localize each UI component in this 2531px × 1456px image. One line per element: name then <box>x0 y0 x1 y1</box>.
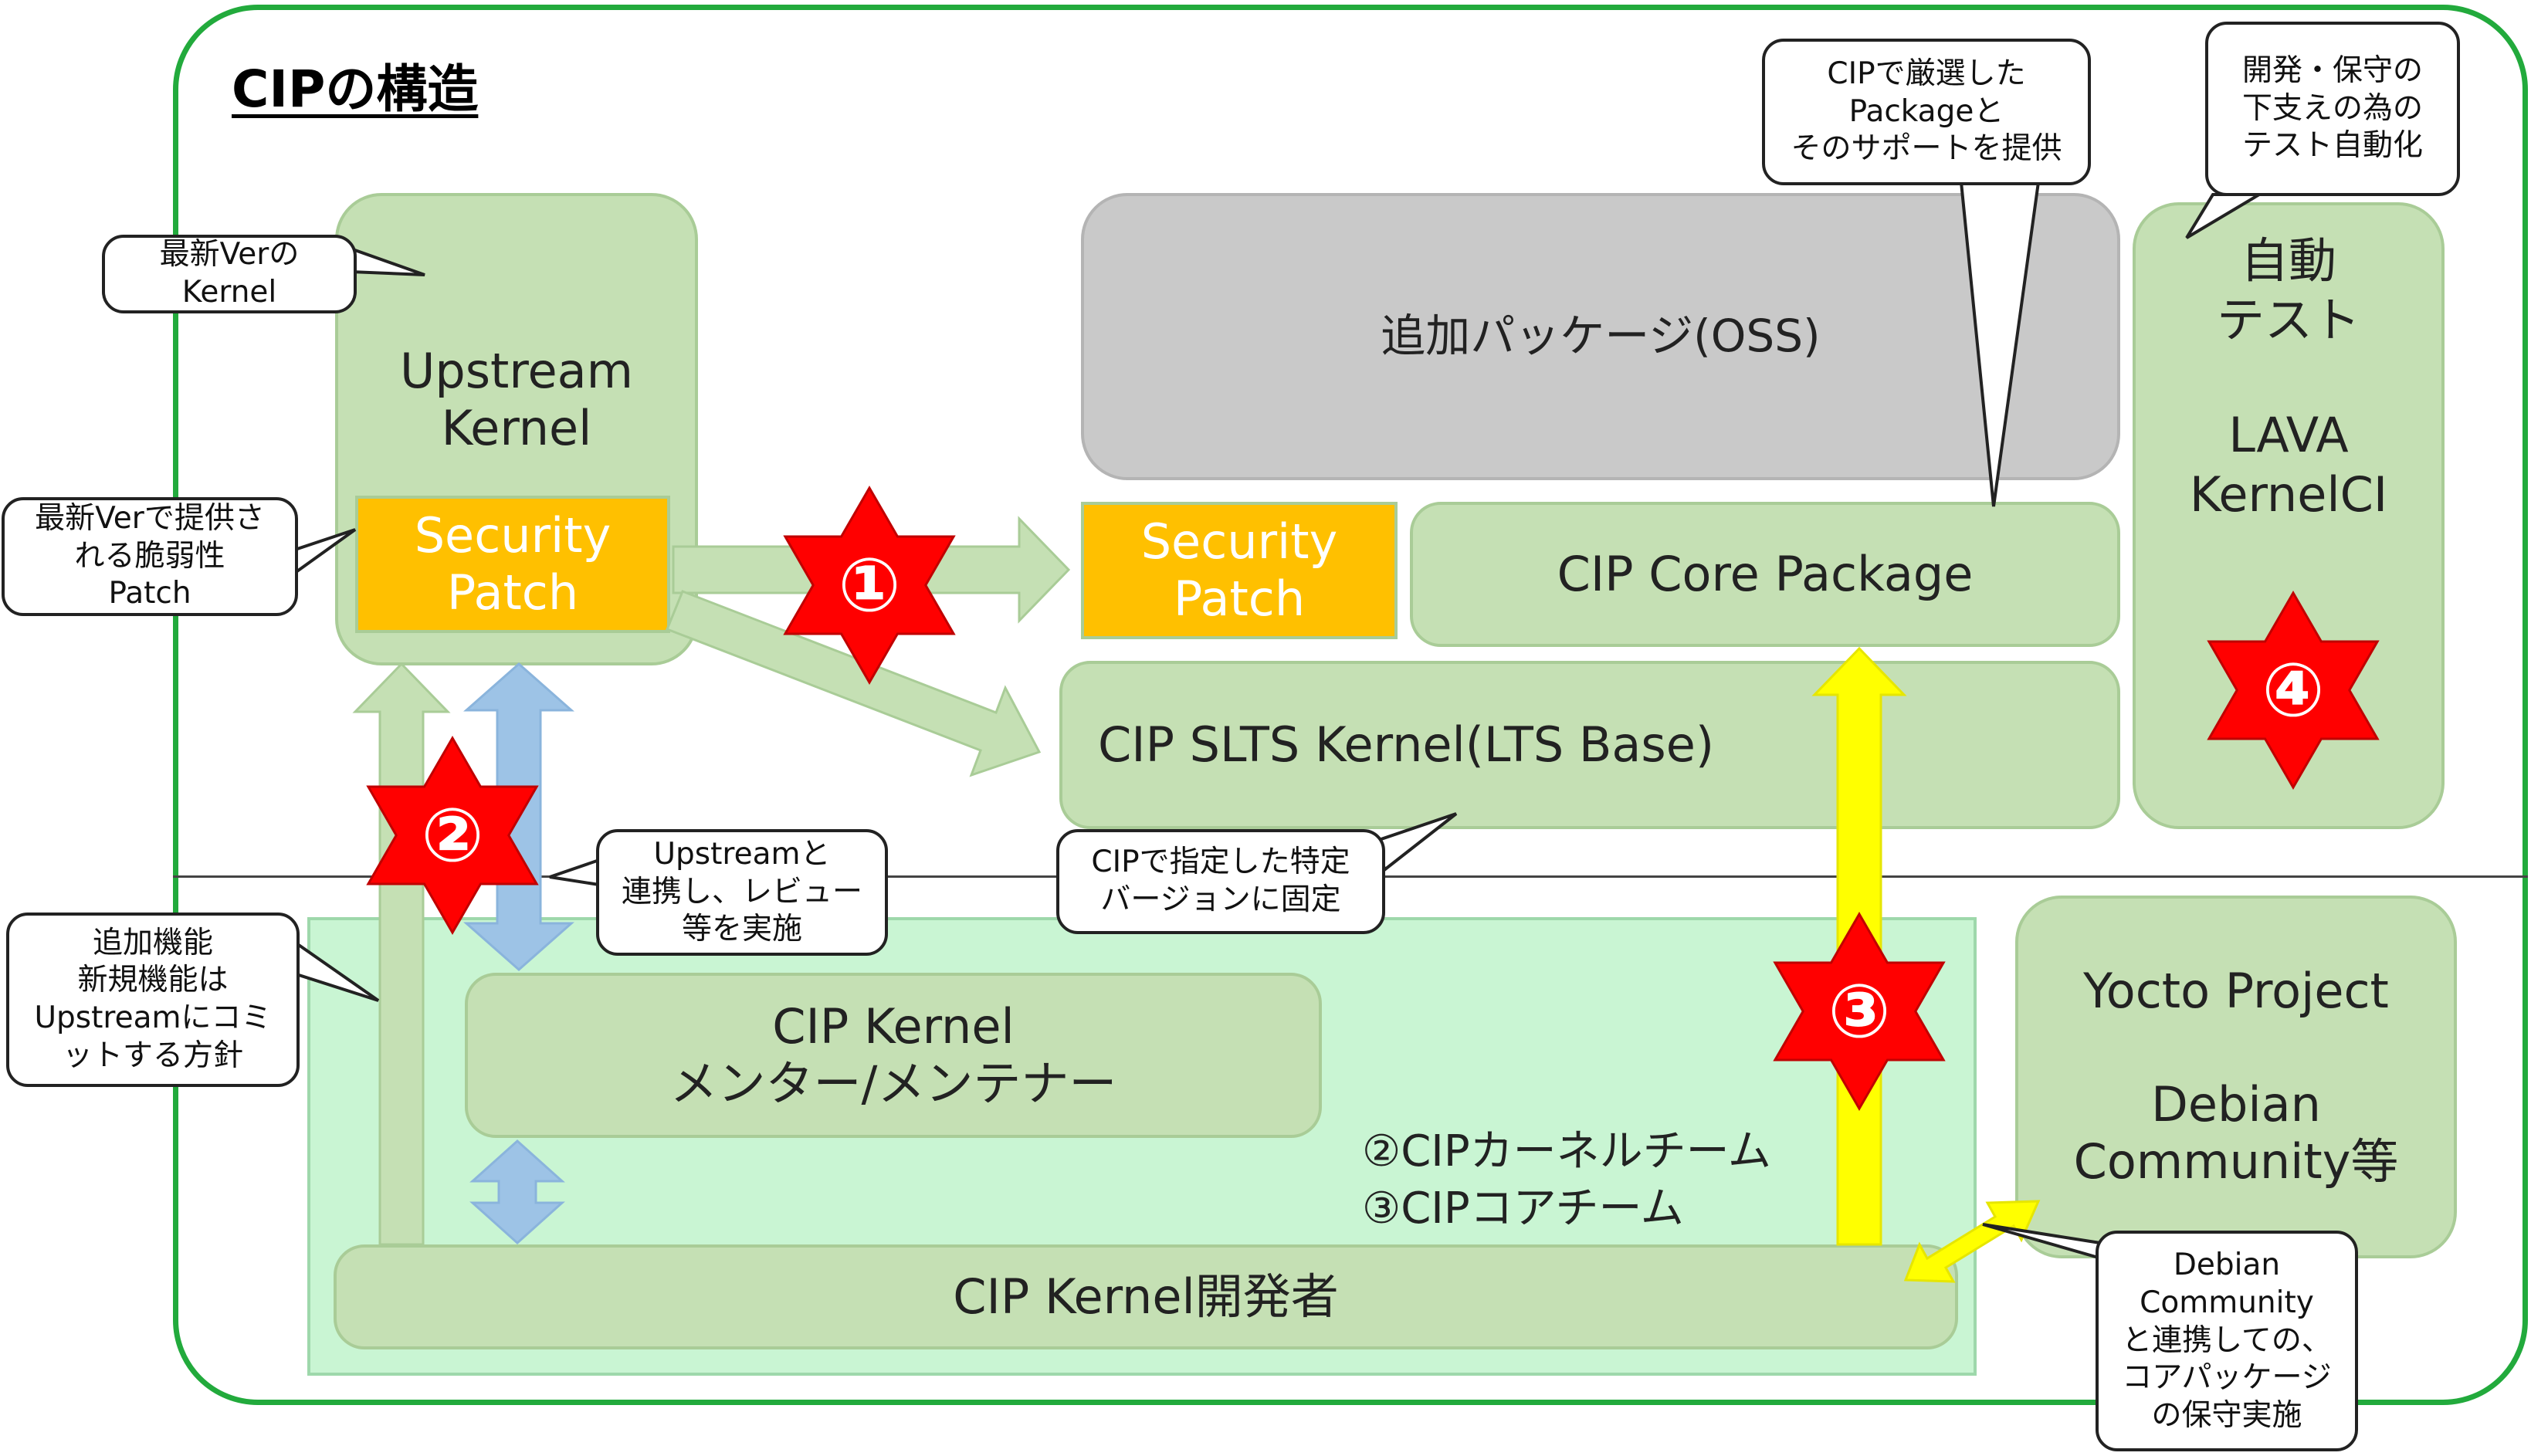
outer-frame <box>173 5 2528 1405</box>
auto-test-line4: LAVA <box>2228 406 2349 463</box>
arrow-dev-debian <box>1903 1200 2041 1283</box>
callout-latest-patch-line3: Patch <box>108 576 191 611</box>
cip-kernel-mentor-line2: メンター/メンテナー <box>669 1055 1117 1112</box>
callout-debian-collab-line4: コアパッケージ <box>2122 1360 2332 1396</box>
callout-test-automation-line3: テスト自動化 <box>2241 128 2423 164</box>
yocto-line3: Debian <box>2151 1075 2321 1133</box>
team-legend: ②CIPカーネルチーム ③CIPコアチーム <box>1362 1123 1771 1238</box>
yocto-debian-box: Yocto Project Debian Community等 <box>2015 896 2457 1258</box>
cip-security-patch-box: Security Patch <box>1081 502 1398 639</box>
upstream-kernel-line2: Kernel <box>441 400 592 457</box>
arrow-mentor-dev <box>469 1139 565 1245</box>
callout-debian-collab-line3: と連携しての、 <box>2122 1322 2332 1358</box>
legend-core-team: ③CIPコアチーム <box>1362 1183 1684 1234</box>
star-4: ④ <box>2207 591 2380 790</box>
callout-tail-test-automation <box>2185 193 2265 239</box>
oss-packages-label: 追加パッケージ(OSS) <box>1381 310 1821 363</box>
auto-test-line5: KernelCI <box>2189 466 2388 523</box>
upstream-patch-line2: Patch <box>446 564 579 621</box>
callout-tail-latest-kernel <box>349 246 425 276</box>
cip-patch-line1: Security <box>1140 513 1338 570</box>
callout-selected-package-line3: そのサポートを提供 <box>1791 131 2062 167</box>
callout-latest-kernel-line1: 最新Verの <box>159 237 300 273</box>
yocto-line1: Yocto Project <box>2083 963 2389 1020</box>
callout-latest-patch: 最新Verで提供さ れる脆弱性 Patch <box>2 497 298 616</box>
callout-upstream-policy: 追加機能 新規機能は Upstreamにコミ ットする方針 <box>6 913 300 1087</box>
auto-test-line1: 自動 <box>2240 232 2336 289</box>
callout-test-automation: 開発・保守の 下支えの為の テスト自動化 <box>2205 22 2460 196</box>
callout-test-automation-line1: 開発・保守の <box>2241 52 2423 88</box>
callout-debian-collab-line2: Community <box>2140 1285 2314 1320</box>
callout-tail-selected-package <box>1959 181 2041 507</box>
callout-latest-patch-line1: 最新Verで提供さ <box>35 500 265 536</box>
star-1: ① <box>783 486 956 685</box>
callout-upstream-collab-line1: Upstreamと <box>653 836 831 872</box>
cip-kernel-mentor-line1: CIP Kernel <box>772 997 1015 1055</box>
upstream-patch-line1: Security <box>414 506 612 564</box>
auto-test-line2: テスト <box>2216 291 2360 348</box>
arrow-upstream-to-slts <box>666 590 1042 777</box>
callout-upstream-collab-line3: 等を実施 <box>681 912 802 947</box>
callout-latest-patch-line2: れる脆弱性 <box>74 538 225 574</box>
callout-selected-package-line2: Packageと <box>1848 93 2004 129</box>
yocto-line4: Community等 <box>2073 1133 2399 1190</box>
upstream-security-patch-box: Security Patch <box>355 496 670 633</box>
star-3: ③ <box>1773 912 1946 1111</box>
oss-packages-box: 追加パッケージ(OSS) <box>1081 193 2120 480</box>
star-1-label: ① <box>838 542 900 628</box>
callout-tail-upstream-collab <box>549 858 601 887</box>
cip-kernel-dev-box: CIP Kernel開発者 <box>334 1244 1958 1349</box>
callout-upstream-policy-line3: Upstreamにコミ <box>34 1001 272 1035</box>
callout-latest-kernel: 最新Verの Kernel <box>102 235 357 313</box>
cip-slts-kernel-box: CIP SLTS Kernel(LTS Base) <box>1059 661 2120 829</box>
star-3-label: ③ <box>1828 968 1890 1055</box>
page-title: CIPの構造 <box>232 59 479 119</box>
callout-tail-latest-patch <box>293 528 357 576</box>
callout-fixed-version: CIPで指定した特定 バージョンに固定 <box>1056 829 1385 934</box>
star-2: ② <box>366 736 539 935</box>
callout-selected-package: CIPで厳選した Packageと そのサポートを提供 <box>1762 39 2091 185</box>
callout-test-automation-line2: 下支えの為の <box>2241 90 2423 126</box>
cip-slts-kernel-label: CIP SLTS Kernel(LTS Base) <box>1098 716 1715 773</box>
legend-kernel-team: ②CIPカーネルチーム <box>1362 1126 1771 1177</box>
callout-selected-package-line1: CIPで厳選した <box>1827 56 2026 91</box>
callout-upstream-policy-line2: 新規機能は <box>77 963 229 998</box>
cip-patch-line2: Patch <box>1173 571 1306 627</box>
callout-tail-upstream-policy <box>295 940 380 1002</box>
callout-upstream-collab: Upstreamと 連携し、レビュー 等を実施 <box>596 829 888 956</box>
callout-upstream-policy-line1: 追加機能 <box>92 925 213 960</box>
star-4-label: ④ <box>2262 647 2324 733</box>
callout-latest-kernel-line2: Kernel <box>181 275 277 310</box>
callout-upstream-collab-line2: 連携し、レビュー <box>621 874 862 909</box>
cip-kernel-dev-label: CIP Kernel開発者 <box>953 1268 1339 1325</box>
cip-kernel-mentor-box: CIP Kernel メンター/メンテナー <box>465 973 1322 1138</box>
callout-fixed-version-line1: CIPで指定した特定 <box>1091 845 1350 880</box>
callout-debian-collab-line5: の保守実施 <box>2151 1398 2302 1434</box>
callout-upstream-policy-line4: ットする方針 <box>62 1038 243 1073</box>
arrow-dev-to-upstream <box>352 662 451 1246</box>
callout-debian-collab-line1: Debian <box>2173 1248 2281 1283</box>
cip-core-package-label: CIP Core Package <box>1557 545 1974 602</box>
star-2-label: ② <box>421 792 483 879</box>
callout-fixed-version-line2: バージョンに固定 <box>1100 882 1341 917</box>
cip-core-package-box: CIP Core Package <box>1410 502 2120 647</box>
upstream-kernel-line1: Upstream <box>399 343 633 399</box>
callout-debian-collab: Debian Community と連携しての、 コアパッケージ の保守実施 <box>2096 1231 2358 1451</box>
